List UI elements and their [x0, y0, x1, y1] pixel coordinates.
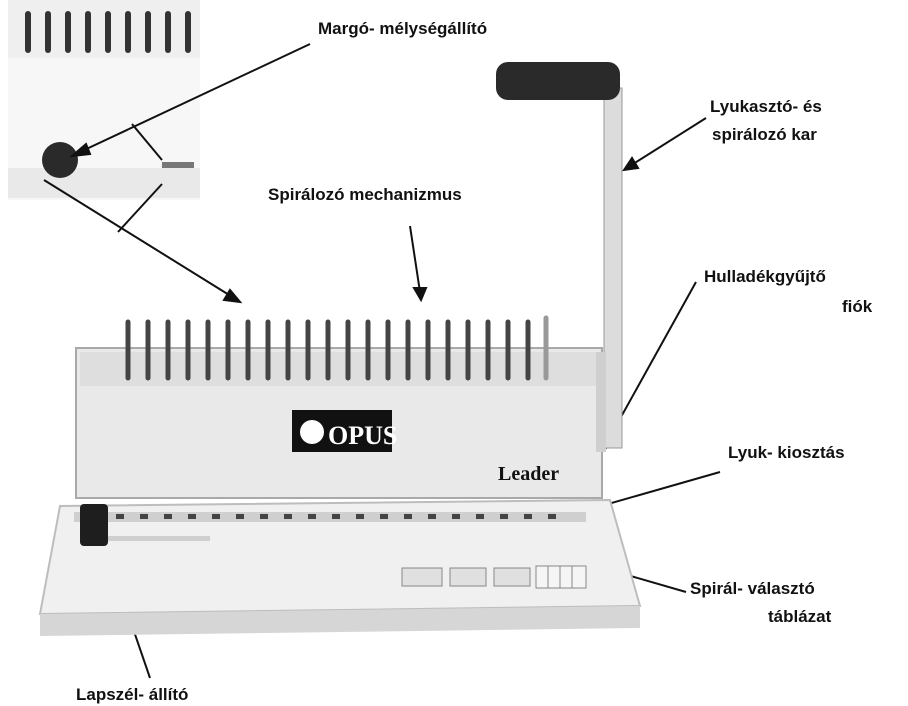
- edge-guide-slot: [100, 536, 210, 541]
- lever-handle: [496, 62, 620, 100]
- inset-margin-detail: [8, 0, 200, 200]
- hole-spacing-rail: [74, 512, 586, 522]
- opus-logo: OPUS: [292, 410, 397, 452]
- waste-drawer: [596, 352, 606, 452]
- margin-knob-icon: [42, 142, 78, 178]
- inset-slot: [162, 162, 194, 168]
- machine-base: [40, 500, 640, 636]
- model-name: Leader: [498, 463, 559, 485]
- edge-guide-knob: [80, 504, 108, 546]
- comb-selector-chart: [402, 566, 586, 588]
- machine-body: OPUS Leader: [76, 318, 606, 498]
- logo-circle-icon: [300, 420, 324, 444]
- brand-name: OPUS: [328, 421, 397, 450]
